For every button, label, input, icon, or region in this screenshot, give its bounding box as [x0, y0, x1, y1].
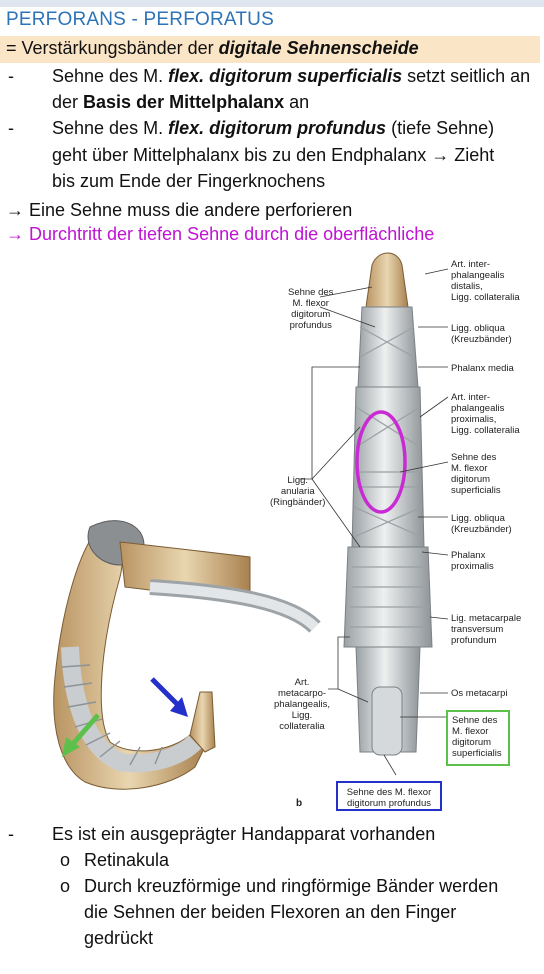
arrow-line-2: → Durchtritt der tiefen Sehne durch die … — [6, 224, 435, 244]
bullet-dash-1: - — [8, 66, 14, 86]
label-line: Os metacarpi — [451, 688, 508, 699]
label-line: digitorum profundus — [347, 798, 431, 809]
sub-item-2-line-1: Durch kreuzförmige und ringförmige Bände… — [84, 876, 499, 896]
label-line: Sehne des M. flexor — [346, 787, 432, 798]
anatomy-illustration — [53, 252, 449, 790]
label-line: digitorum — [291, 309, 331, 320]
definition-highlight — [0, 36, 540, 63]
label-ligg-anularia: Ligg. anularia (Ringbänder) — [270, 475, 325, 508]
label-line: Phalanx media — [451, 363, 514, 374]
definition-emph: digitale Sehnenscheide — [218, 38, 419, 58]
label-line: (Kreuzbänder) — [451, 524, 512, 535]
label-line: M. flexor — [451, 463, 488, 474]
label-line: (Ringbänder) — [270, 497, 326, 508]
label-line: distalis, — [451, 281, 483, 292]
label-line: proximalis — [451, 561, 494, 572]
text-run: (tiefe Sehne) — [386, 118, 495, 138]
text-run: setzt seitlich an — [402, 66, 531, 86]
label-line: superficialis — [452, 748, 502, 759]
emph-run: flex. digitorum profundus — [168, 118, 387, 138]
label-line: Sehne des — [288, 287, 334, 298]
label-line: Ligg. obliqua — [451, 513, 505, 524]
label-profundus: Sehne des M. flexor digitorum profundus — [288, 287, 333, 331]
panel-letter: b — [296, 798, 303, 809]
page-title: PERFORANS - PERFORATUS — [6, 9, 274, 30]
bottom-dash: - — [8, 824, 14, 844]
label-line: profundum — [451, 635, 497, 646]
arrow-line-1: → Eine Sehne muss die andere perforieren — [6, 200, 353, 220]
label-line: Phalanx — [451, 550, 486, 561]
bullet-1-line-2: der Basis der Mittelphalanx an — [52, 92, 309, 113]
label-art-ip-proximalis: Art. inter- phalangealis proximalis, Lig… — [451, 392, 520, 436]
anatomy-figure: Sehne des M. flexor digitorum profundus … — [0, 247, 544, 817]
straight-finger-illustration — [300, 252, 449, 776]
text-run: der — [52, 92, 84, 112]
label-line: phalangealis, — [274, 699, 330, 710]
sub-bullet-1: o — [60, 850, 71, 870]
definition-prefix: = Verstärkungsbänder der — [6, 38, 219, 58]
label-line: metacarpo- — [277, 688, 327, 699]
sub-bullet-2: o — [60, 876, 71, 896]
bullet-1-line-1: Sehne des M. flex. digitorum superficial… — [52, 66, 530, 87]
label-phalanx-proximalis: Phalanx proximalis — [451, 550, 494, 572]
label-line: Lig. metacarpale — [451, 613, 522, 624]
label-os-metacarpi: Os metacarpi — [451, 688, 508, 699]
superficialis-green-box: Sehne des M. flexor digitorum superficia… — [446, 710, 510, 766]
label-line: Sehne des — [452, 715, 498, 726]
top-strip — [0, 0, 544, 7]
label-line: Art. inter- — [451, 392, 491, 403]
label-art-ip-distalis: Art. inter- phalangealis distalis, Ligg.… — [451, 259, 520, 303]
label-superficialis: Sehne des M. flexor digitorum superficia… — [451, 452, 501, 496]
emph-run: flex. digitorum superficialis — [168, 66, 403, 86]
sub-item-2-line-3: gedrückt — [84, 928, 154, 948]
label-line: collateralia — [279, 721, 325, 732]
label-line: Ligg. — [291, 710, 313, 721]
label-ligg-obliqua-1: Ligg. obliqua (Kreuzbänder) — [451, 323, 512, 345]
definition-line: = Verstärkungsbänder der digitale Sehnen… — [6, 38, 419, 59]
label-line: Ligg. collateralia — [451, 425, 520, 436]
label-ligg-obliqua-2: Ligg. obliqua (Kreuzbänder) — [451, 513, 512, 535]
sub-item-1: Retinakula — [84, 850, 170, 870]
label-line: phalangealis — [451, 270, 505, 281]
profundus-blue-box: Sehne des M. flexor digitorum profundus — [336, 781, 442, 811]
bent-finger-illustration — [53, 520, 321, 790]
text-run: Sehne des M. — [52, 66, 169, 86]
label-line: phalangealis — [451, 403, 505, 414]
bullet-2-line-1: Sehne des M. flex. digitorum profundus (… — [52, 118, 494, 139]
label-line: Ligg. — [287, 475, 309, 486]
label-line: digitorum — [452, 737, 492, 748]
label-line: Art. — [294, 677, 310, 688]
label-line: Art. inter- — [451, 259, 491, 270]
sub-item-2-line-2: die Sehnen der beiden Flexoren an den Fi… — [84, 902, 457, 922]
label-lig-metacarpale: Lig. metacarpale transversum profundum — [451, 613, 521, 646]
label-line: Ligg. collateralia — [451, 292, 520, 303]
label-art-metacarpophalangealis: Art. metacarpo- phalangealis, Ligg. coll… — [274, 677, 330, 732]
bold-run: Basis der Mittelphalanx — [83, 92, 285, 112]
label-line: transversum — [451, 624, 504, 635]
label-line: Sehne des — [451, 452, 497, 463]
label-line: superficialis — [451, 485, 501, 496]
bullet-2-line-3: bis zum Ende der Fingerknochens — [52, 171, 326, 191]
label-line: digitorum — [451, 474, 491, 485]
bottom-main-line: Es ist ein ausgeprägter Handapparat vorh… — [52, 824, 436, 844]
label-line: Ligg. obliqua — [451, 323, 505, 334]
label-line: M. flexor — [452, 726, 489, 737]
label-line: proximalis, — [451, 414, 497, 425]
label-line: anularia — [280, 486, 315, 497]
label-line: profundus — [289, 320, 332, 331]
text-run: an — [284, 92, 310, 112]
label-line: (Kreuzbänder) — [451, 334, 512, 345]
label-phalanx-media: Phalanx media — [451, 363, 514, 374]
bullet-dash-2: - — [8, 118, 14, 138]
label-line: M. flexor — [292, 298, 329, 309]
bullet-2-line-2: geht über Mittelphalanx bis zu den Endph… — [52, 145, 495, 165]
text-run: Sehne des M. — [52, 118, 169, 138]
